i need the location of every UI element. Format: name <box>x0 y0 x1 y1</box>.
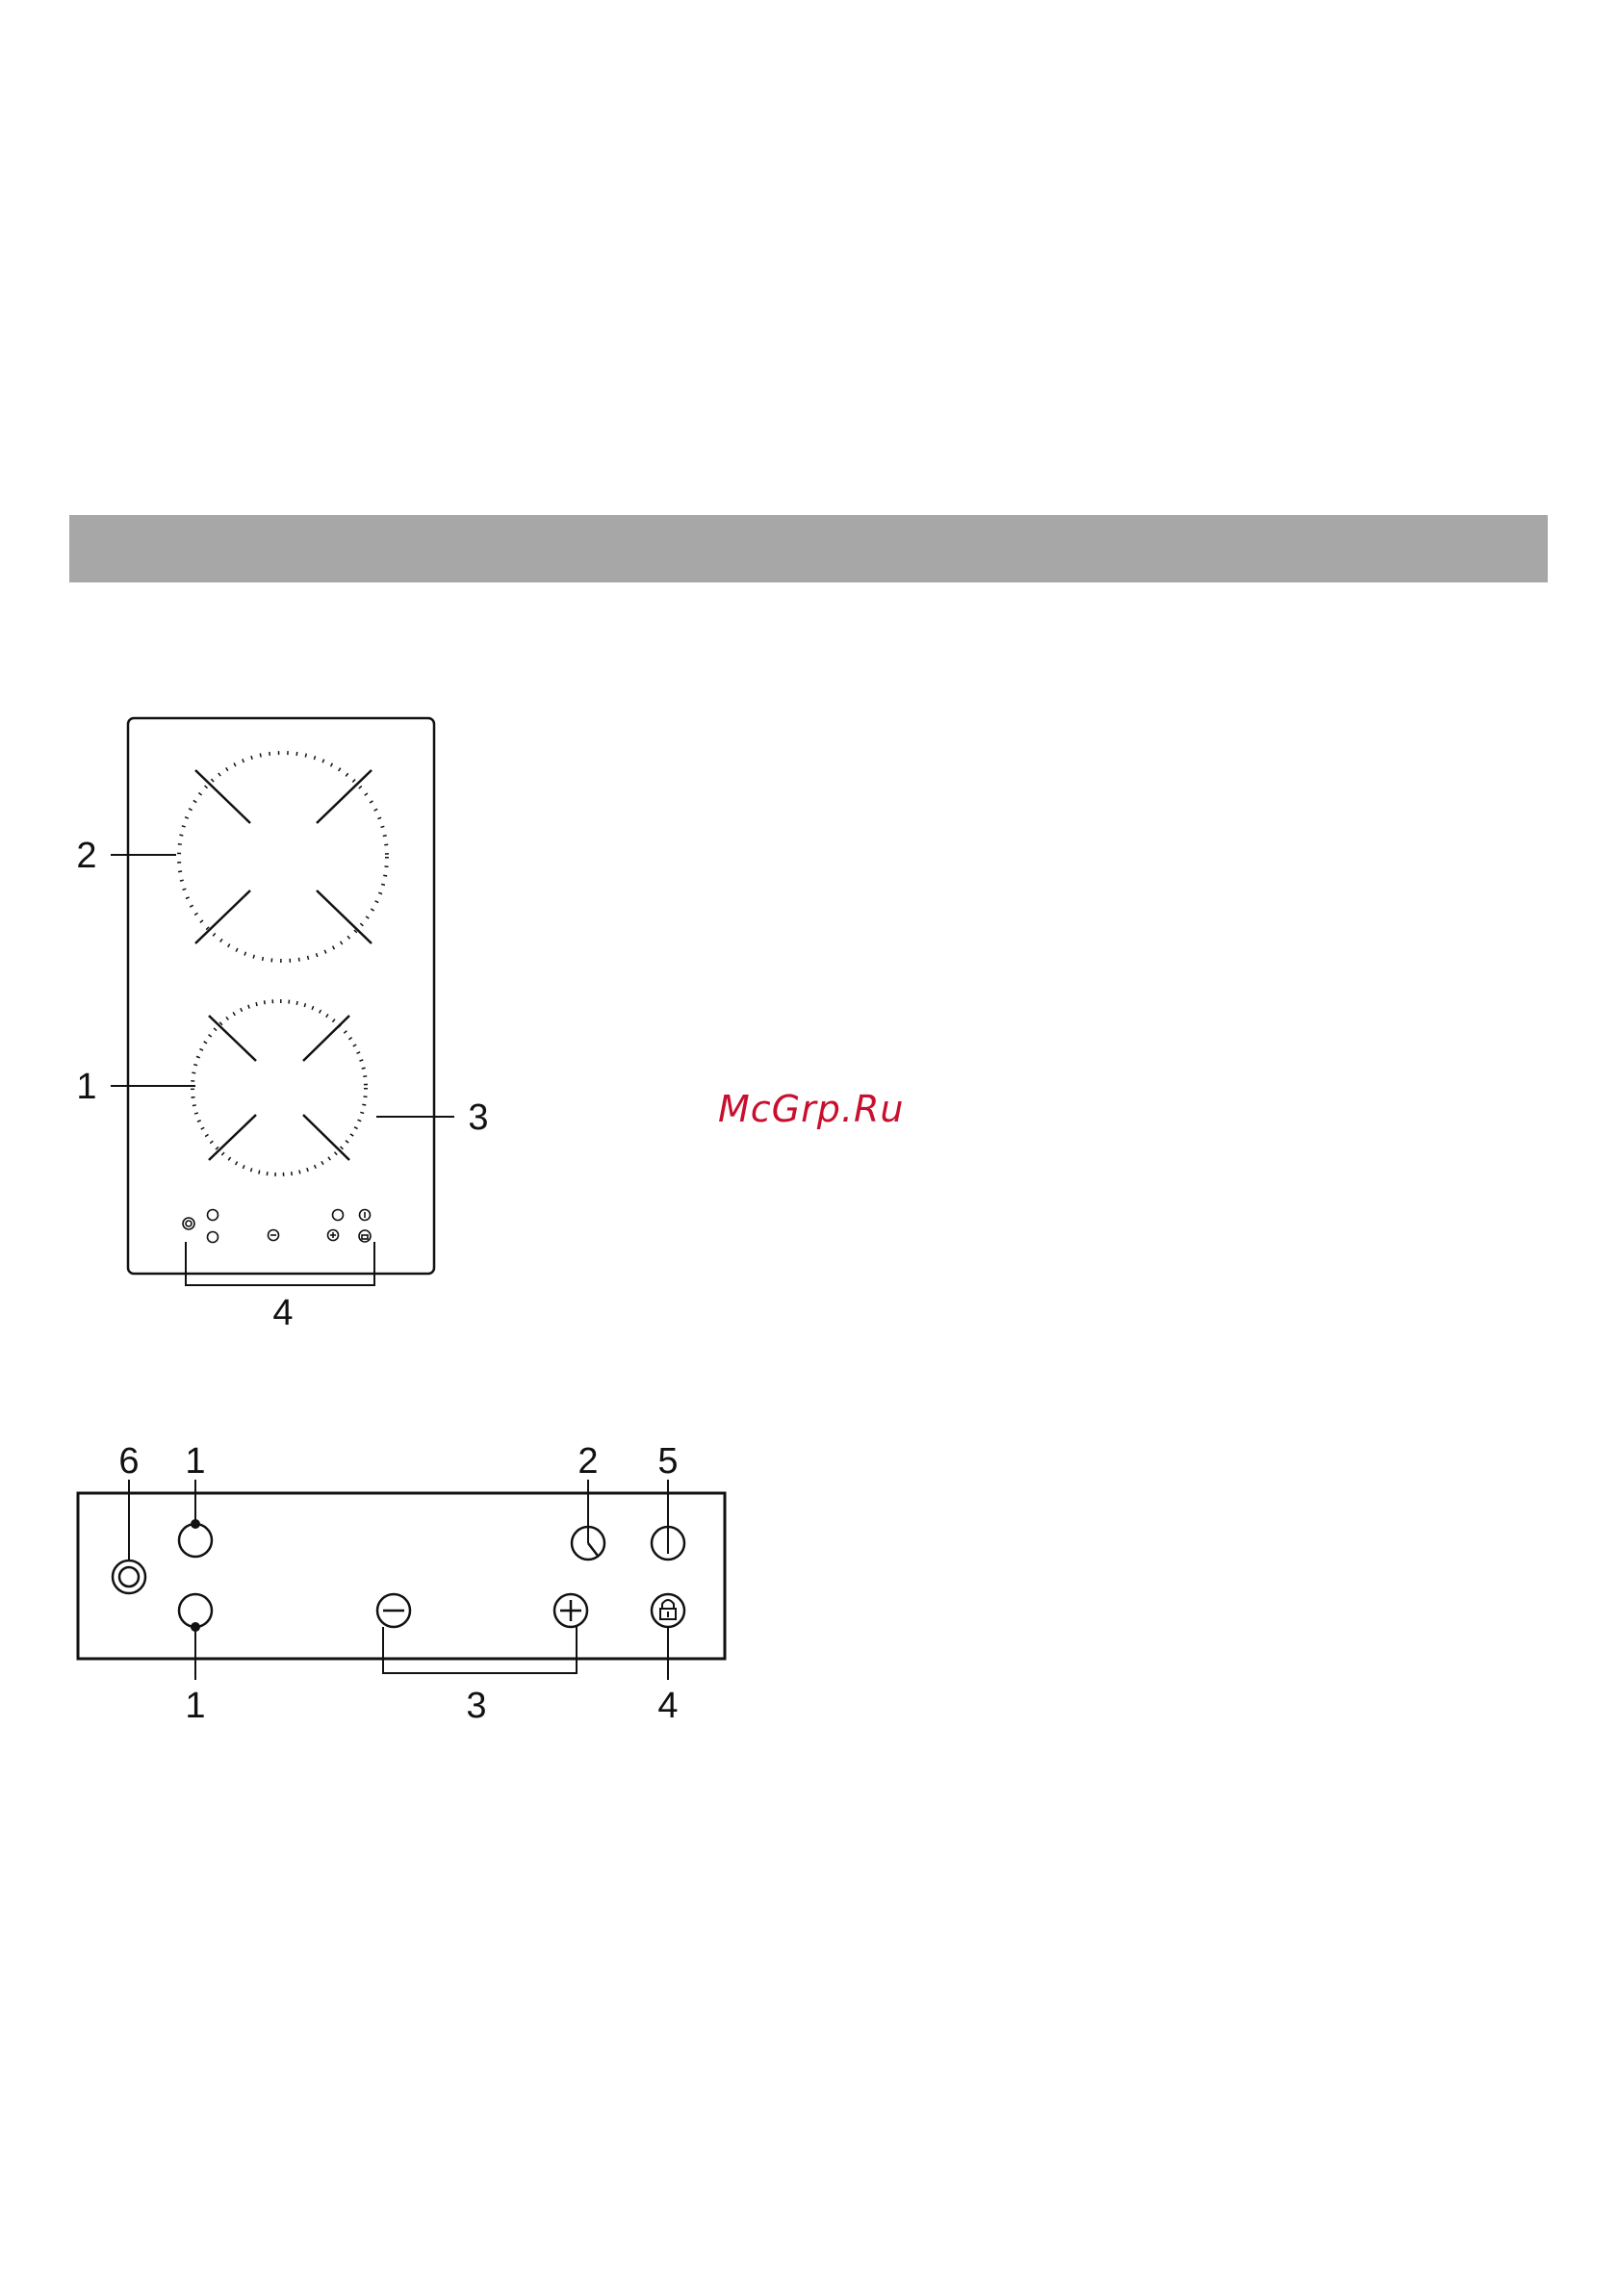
plus-icon <box>554 1594 587 1627</box>
hob-outline <box>128 718 434 1274</box>
lock-icon <box>652 1594 684 1627</box>
callout-minus-plus: 3 <box>466 1686 486 1726</box>
watermark: McGrp.Ru <box>718 1088 904 1130</box>
control-panel-bracket <box>186 1242 374 1285</box>
clock-icon <box>333 1210 344 1221</box>
indicator-ring-icon <box>183 1218 194 1229</box>
minus-plus-bracket <box>383 1627 577 1673</box>
control-panel-outline <box>78 1493 725 1659</box>
mini-control-panel <box>183 1210 371 1243</box>
zone-select-bottom-icon <box>179 1594 212 1632</box>
zone-select-icon <box>208 1232 218 1243</box>
lock-icon <box>359 1230 371 1242</box>
zone-select-icon <box>208 1210 218 1221</box>
callout-large-zone: 2 <box>76 836 96 876</box>
small-zone-ring <box>193 1001 366 1174</box>
callout-zone-select-top: 1 <box>185 1441 205 1482</box>
callout-zone-select-bottom: 1 <box>185 1686 205 1726</box>
callout-zone-ring: 3 <box>468 1097 488 1138</box>
callout-control-panel: 4 <box>272 1293 293 1333</box>
small-cooking-zone <box>193 1001 366 1174</box>
large-cooking-zone <box>179 753 387 961</box>
hob-top-view: 2 1 3 4 <box>76 718 488 1333</box>
callout-lock: 4 <box>657 1686 678 1726</box>
control-panel-detail: 6 1 2 5 1 3 4 <box>78 1441 725 1726</box>
callout-small-zone: 1 <box>76 1067 96 1107</box>
callout-timer: 2 <box>578 1441 598 1482</box>
zone-select-top-icon <box>179 1519 212 1557</box>
callout-power: 5 <box>657 1441 678 1482</box>
indicator-ring-icon <box>113 1561 145 1593</box>
minus-icon <box>377 1594 410 1627</box>
callout-indicator: 6 <box>118 1441 139 1482</box>
